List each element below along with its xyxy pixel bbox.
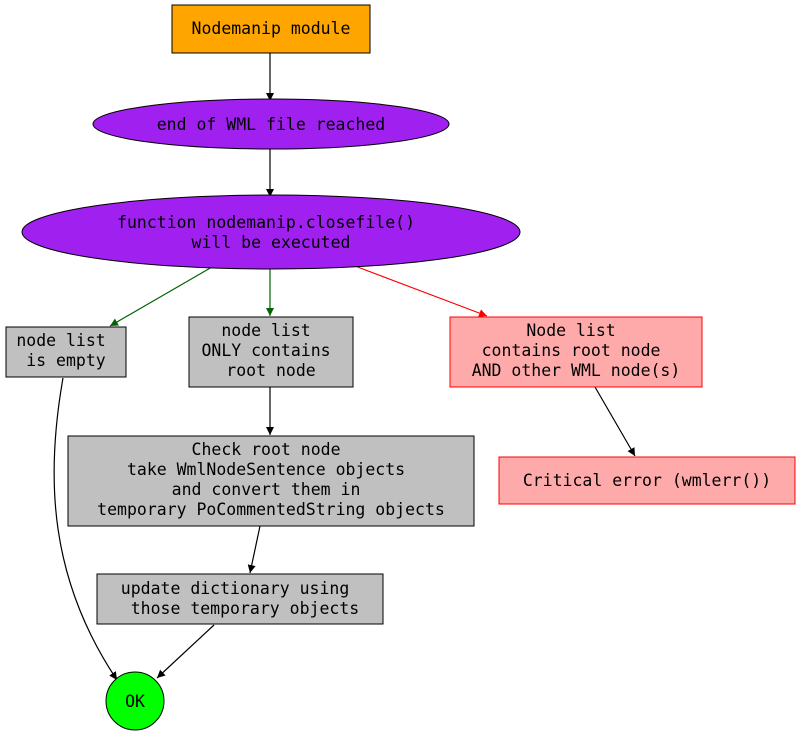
node-label: Nodemanip module xyxy=(192,19,351,38)
node-ok: OK xyxy=(105,671,165,731)
node-label-line: update dictionary using xyxy=(121,579,349,598)
node-shape xyxy=(449,316,703,388)
node-label-line: node list xyxy=(221,321,310,340)
node-critical-error: Critical error (wmlerr()) xyxy=(498,456,796,505)
edge-check-root-to-update-dict xyxy=(247,525,261,574)
node-label: end of WML file reached xyxy=(157,115,385,134)
node-label-line: Check root node xyxy=(192,440,341,459)
node-label-line: Critical error (wmlerr()) xyxy=(523,471,771,490)
node-shape xyxy=(5,326,127,378)
node-label: Critical error (wmlerr()) xyxy=(523,471,771,490)
nodes: Nodemanip module end of WML file reached… xyxy=(5,4,796,731)
node-label-line: node list xyxy=(16,331,105,350)
node-label-line: AND other WML node(s) xyxy=(472,361,681,380)
node-label-line: those temporary objects xyxy=(121,599,359,618)
edge-closefile-to-empty xyxy=(109,266,213,327)
node-label-line: function nodemanip.closefile() xyxy=(117,213,415,232)
node-only-root-node: node list ONLY contains root node xyxy=(188,316,354,388)
node-shape xyxy=(498,456,796,505)
node-shape xyxy=(188,316,354,388)
node-label: update dictionary using those temporary … xyxy=(121,579,359,618)
edge-update-dict-to-ok xyxy=(156,624,215,679)
edges xyxy=(53,53,636,681)
node-label-line: contains root node xyxy=(482,341,661,360)
node-label-line: root node xyxy=(226,361,315,380)
node-shape xyxy=(92,98,450,150)
node-label: Node list contains root node AND other W… xyxy=(472,321,681,380)
node-nodemanip-module: Nodemanip module xyxy=(171,4,371,54)
node-label: function nodemanip.closefile() will be e… xyxy=(117,213,425,252)
node-label: OK xyxy=(125,692,145,711)
node-end-of-wml-file: end of WML file reached xyxy=(92,98,450,150)
node-shape xyxy=(21,194,521,270)
node-label-line: take WmlNodeSentence objects xyxy=(127,460,405,479)
node-label-line: is empty xyxy=(26,351,106,370)
node-label-line: will be executed xyxy=(192,233,351,252)
node-label-line: temporary PoCommentedString objects xyxy=(97,500,445,519)
node-shape xyxy=(105,671,165,731)
edge-root-and-other-to-critical xyxy=(594,386,636,457)
node-closefile-executed: function nodemanip.closefile() will be e… xyxy=(21,194,521,270)
edge-closefile-to-root-and-other xyxy=(354,265,488,317)
node-label-line: OK xyxy=(125,692,145,711)
node-label: node list is empty xyxy=(16,331,115,370)
node-shape xyxy=(67,435,475,527)
edge-empty-to-ok xyxy=(53,377,118,681)
node-label: Check root node take WmlNodeSentence obj… xyxy=(97,440,445,519)
node-shape xyxy=(96,573,384,625)
node-shape xyxy=(171,4,371,54)
node-check-root-node: Check root node take WmlNodeSentence obj… xyxy=(67,435,475,527)
node-label-line: ONLY contains xyxy=(201,341,330,360)
node-node-list-empty: node list is empty xyxy=(5,326,127,378)
node-label-line: and convert them in xyxy=(172,480,361,499)
node-label-line: end of WML file reached xyxy=(157,115,385,134)
node-label: node list ONLY contains root node xyxy=(201,321,340,380)
node-update-dictionary: update dictionary using those temporary … xyxy=(96,573,384,625)
node-label-line: Nodemanip module xyxy=(192,19,351,38)
node-root-and-other-nodes: Node list contains root node AND other W… xyxy=(449,316,703,388)
node-label-line: Node list xyxy=(526,321,615,340)
